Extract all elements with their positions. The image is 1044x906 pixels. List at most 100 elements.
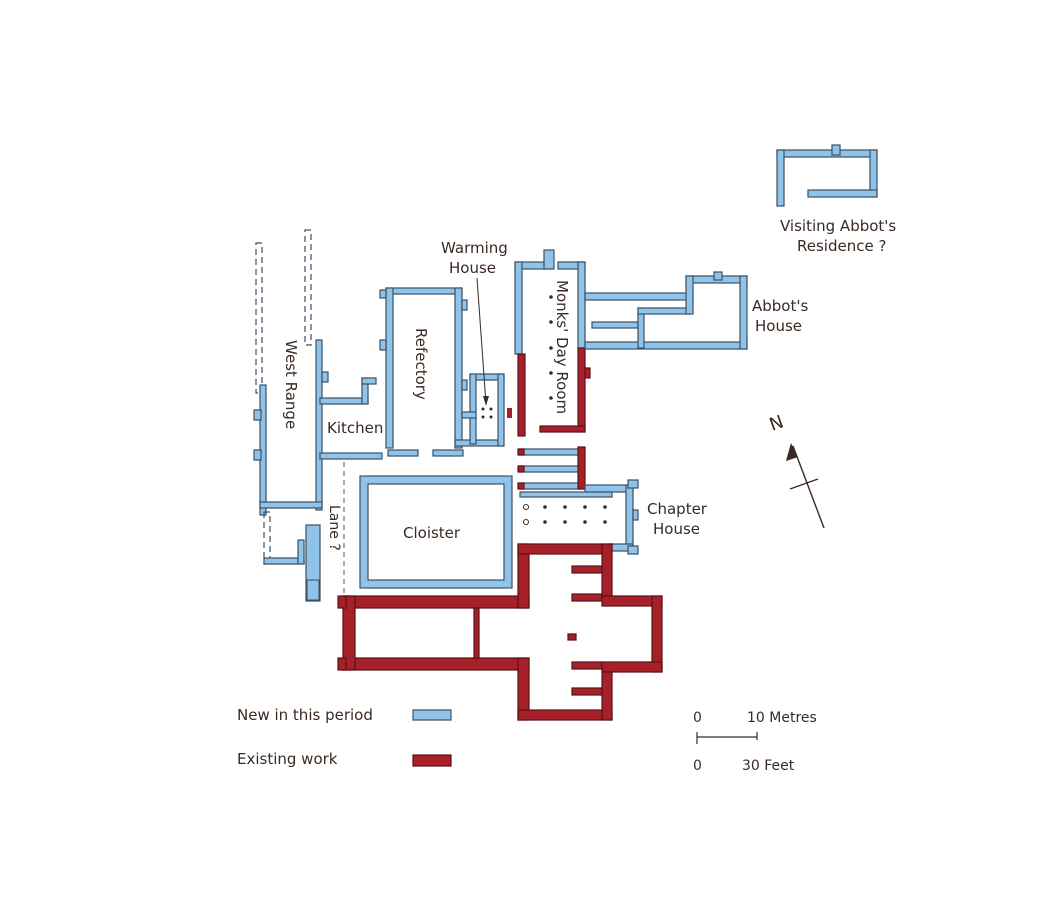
slype-stub-2 — [517, 465, 525, 473]
chapter-pier-3 — [563, 505, 567, 509]
abbots-link-wall-bottom — [584, 341, 748, 350]
abbots-inner-cross — [637, 307, 691, 315]
chapter-pier-9 — [583, 520, 587, 524]
label-cloister: Cloister — [403, 524, 461, 542]
kitchen-south-wall — [319, 452, 383, 460]
scale-bar: 0 10 Metres 0 30 Feet — [693, 710, 817, 774]
day-room-east-wall-old — [577, 347, 586, 433]
chancel-east-wall — [651, 595, 663, 673]
kitchen-north-cap — [361, 377, 377, 385]
cloister-walls — [359, 475, 513, 589]
slype-wall-1 — [519, 448, 583, 456]
warming-house-walls — [461, 277, 512, 447]
label-visiting-abbot-2: Residence ? — [797, 237, 886, 255]
refectory-nw-buttress — [379, 289, 387, 299]
visiting-south-wall — [807, 189, 878, 198]
scale-metres-zero: 0 — [693, 710, 702, 726]
warming-house-pier-1 — [481, 407, 485, 411]
monks-day-room-walls — [514, 249, 591, 437]
day-room-pier-2 — [549, 320, 553, 324]
label-kitchen: Kitchen — [327, 419, 383, 437]
scale-feet-label: 30 Feet — [742, 758, 795, 774]
slype-east-wall-old — [577, 446, 586, 490]
warming-house-west-wall — [469, 373, 477, 445]
north-chapel-2 — [571, 593, 603, 602]
day-room-south-wall-old — [539, 425, 586, 433]
abbots-house-east-wall — [739, 275, 748, 350]
day-room-west-wall — [514, 261, 523, 355]
warming-house-pier-4 — [489, 415, 493, 419]
chapter-entrance-wall — [519, 491, 613, 498]
south-chapel-1 — [571, 661, 603, 670]
label-monks-day-room: Monks' Day Room — [553, 280, 571, 414]
north-label: N — [767, 411, 787, 435]
label-chapter-house-1: Chapter — [647, 500, 708, 518]
warming-house-hearth — [507, 408, 512, 418]
chapter-pier-5 — [603, 505, 607, 509]
south-transept-east-wall — [601, 671, 613, 721]
refectory-north-wall — [385, 287, 463, 295]
legend-existing-label: Existing work — [237, 750, 338, 768]
lane-block — [305, 524, 321, 602]
warming-house-pier-3 — [481, 415, 485, 419]
refectory-west-wall — [385, 287, 394, 449]
label-warming-house-2: House — [449, 259, 496, 277]
west-range-dashed-south — [263, 511, 271, 565]
chapter-se-turret — [627, 545, 639, 555]
legend-new-label: New in this period — [237, 706, 373, 724]
refectory-w-buttress — [379, 339, 387, 351]
label-warming-house-1: Warming — [441, 239, 508, 257]
abbots-link-wall-mid — [591, 321, 639, 329]
label-refectory: Refectory — [412, 328, 430, 400]
refectory-s-stub — [432, 449, 464, 457]
chapter-pier-2 — [543, 505, 547, 509]
label-abbots-house-1: Abbot's — [752, 297, 808, 315]
south-chapel-2 — [571, 687, 603, 696]
chapter-pier-6 — [523, 519, 529, 525]
scale-feet-zero: 0 — [693, 758, 702, 774]
nave-divider — [473, 607, 480, 659]
north-arrow-crossbar — [789, 478, 819, 490]
west-range-walls — [253, 229, 329, 602]
abbots-house-walls — [584, 271, 748, 350]
chapter-north-turret — [627, 479, 639, 489]
west-range-dashed-wall-left — [255, 242, 263, 394]
slype-stub-3 — [517, 482, 525, 490]
visiting-abbots-residence-walls — [776, 144, 878, 207]
chapter-pier-4 — [583, 505, 587, 509]
kitchen-walls — [319, 377, 383, 460]
day-room-north-turret — [543, 249, 555, 270]
lane-steps — [306, 579, 320, 601]
crossing-pier-nw — [567, 633, 577, 641]
slype-wall-2 — [519, 465, 583, 473]
slype-wall-3 — [519, 482, 583, 490]
chapter-east-wall — [625, 484, 634, 552]
visiting-north-wall — [776, 149, 878, 158]
refectory-e-buttress-1 — [461, 299, 468, 311]
north-transept-north-wall — [517, 543, 613, 555]
west-range-buttress-3 — [321, 371, 329, 383]
slype-stub-1 — [517, 448, 525, 456]
day-room-west-wall-old — [517, 353, 526, 437]
label-west-range: West Range — [282, 340, 300, 429]
nave-west-buttress-top — [337, 595, 347, 609]
warming-house-east-wall — [497, 373, 505, 447]
chapter-pier-10 — [603, 520, 607, 524]
warming-house-pointer-line — [476, 277, 487, 405]
label-chapter-house-2: House — [653, 520, 700, 538]
refectory-walls — [379, 287, 504, 457]
legend-existing-swatch — [412, 754, 452, 767]
chapter-e-buttress — [632, 509, 639, 521]
north-transept-east-wall — [601, 543, 613, 597]
day-room-pier-1 — [549, 295, 553, 299]
refectory-se-wall — [454, 439, 504, 447]
west-range-south-wall — [259, 501, 323, 509]
north-chapel-1 — [571, 565, 603, 574]
abbots-link-wall-top — [584, 292, 694, 301]
label-lane: Lane ? — [326, 505, 342, 551]
abbots-house-west-wall — [685, 275, 694, 315]
refectory-sw-stub — [387, 449, 419, 457]
west-range-south-stub-return — [297, 539, 305, 565]
kitchen-north-wall — [319, 397, 369, 405]
